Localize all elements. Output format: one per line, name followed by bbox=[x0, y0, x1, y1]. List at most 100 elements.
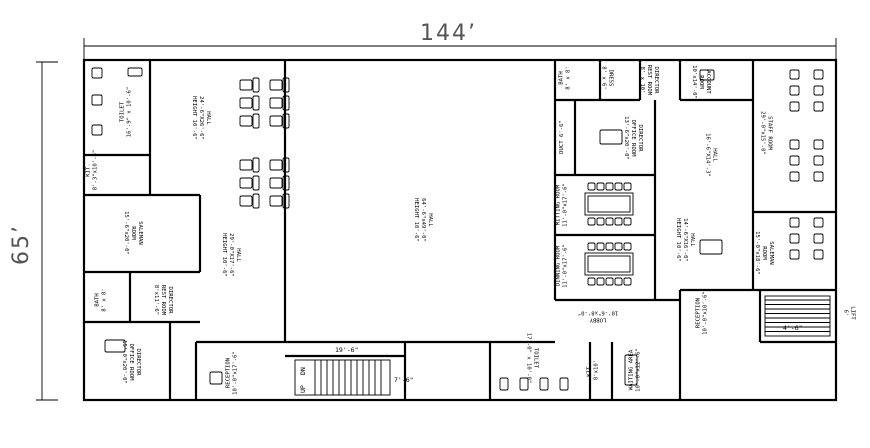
room-label-duct: DUCT 6'-6" bbox=[559, 120, 565, 154]
chair bbox=[789, 101, 800, 112]
chair bbox=[269, 177, 283, 189]
furniture bbox=[91, 67, 824, 391]
chair bbox=[269, 115, 283, 127]
chair bbox=[813, 139, 824, 150]
chair bbox=[614, 182, 623, 191]
toilet-fixture bbox=[91, 94, 103, 106]
desk bbox=[252, 77, 260, 93]
height-dimension: 65’ bbox=[9, 61, 58, 401]
chair bbox=[789, 139, 800, 150]
room-label-director-office-l: DIRECTOROFFICE ROOM15'-0"x20'-0" bbox=[121, 340, 141, 384]
chair bbox=[269, 159, 283, 171]
toilet-fixture bbox=[519, 377, 529, 391]
room-label-bath-r: BATH8' x 8' bbox=[559, 66, 572, 90]
interior-walls bbox=[84, 60, 836, 400]
chair bbox=[239, 79, 253, 91]
room-labels: TOILET16'-9" x 10'-6" KIT.8'-3"x10'-6" HAL… bbox=[86, 65, 856, 395]
desk bbox=[252, 175, 260, 191]
chair bbox=[789, 171, 800, 182]
chair bbox=[614, 277, 623, 286]
desk bbox=[282, 113, 290, 129]
room-label-hall-r2: HALL14'-6"X16'-0"HEIGHT 10'-6" bbox=[675, 218, 695, 262]
desk bbox=[104, 339, 126, 353]
room-label-toilet-b: TOILET17'-0" x 10'-0" bbox=[526, 333, 539, 384]
desk bbox=[282, 193, 290, 209]
desk bbox=[252, 193, 260, 209]
chair bbox=[587, 217, 596, 226]
chair bbox=[596, 242, 605, 251]
chair bbox=[239, 159, 253, 171]
meeting-table bbox=[584, 192, 634, 216]
chair bbox=[587, 182, 596, 191]
outer-walls bbox=[82, 58, 838, 402]
chair bbox=[789, 155, 800, 166]
room-label-kit-l: KIT.8'-3"x10'-6" bbox=[86, 150, 99, 190]
chair bbox=[269, 97, 283, 109]
chair bbox=[614, 242, 623, 251]
room-label-hall-top: HALL24'-6"X26'-6"HEIGHT 10'-6" bbox=[191, 96, 211, 140]
chair bbox=[813, 69, 824, 80]
height-label: 65’ bbox=[9, 224, 34, 265]
room-label-staff: STAFF ROOM29'-0"x15'-0" bbox=[760, 111, 773, 155]
chair bbox=[623, 242, 632, 251]
chair bbox=[789, 233, 800, 244]
room-label-director-rest-r: DIRECTORREST ROOM8' x 10' bbox=[639, 65, 659, 96]
sofa bbox=[624, 354, 638, 386]
chair bbox=[623, 277, 632, 286]
basin bbox=[127, 67, 143, 77]
chair bbox=[623, 182, 632, 191]
room-label-meeting: MITTING ROOM11'-0"x17'-6" bbox=[556, 183, 569, 227]
chair bbox=[596, 277, 605, 286]
toilet-fixture bbox=[559, 377, 569, 391]
chair bbox=[269, 79, 283, 91]
chair bbox=[605, 242, 614, 251]
chair bbox=[209, 371, 223, 385]
chair bbox=[813, 217, 824, 228]
chair bbox=[239, 177, 253, 189]
room-label-hall-mid: HALL29'-0"X17'-6"HEIGHT 10'-6" bbox=[221, 233, 241, 277]
room-label-kit-b: KIT.8'x10' bbox=[587, 360, 600, 380]
chair bbox=[789, 217, 800, 228]
chair bbox=[813, 249, 824, 260]
room-label-director-office-r: DIRECTOROFFICE ROOM13'-6"x20'-0" bbox=[623, 116, 643, 160]
chair bbox=[813, 171, 824, 182]
chair bbox=[596, 182, 605, 191]
desk bbox=[252, 157, 260, 173]
stair-height-dim: 7'-6" bbox=[394, 376, 414, 384]
chair bbox=[605, 217, 614, 226]
room-label-waiting: WAITING AREA10'-0"x12'-6" bbox=[629, 348, 642, 392]
toilet-fixture bbox=[539, 377, 549, 391]
room-label-saleman-r: SALEMANROOM15'-0"x18'-6" bbox=[754, 231, 774, 275]
room-label-saleman-l: SALEMANROOM15'-6"x20'-0" bbox=[123, 211, 143, 255]
desk bbox=[282, 157, 290, 173]
stairs-right bbox=[764, 295, 831, 337]
toilet-fixture bbox=[91, 124, 103, 136]
desk bbox=[282, 95, 290, 111]
chair bbox=[813, 101, 824, 112]
room-label-bath-l: BATH8' x 8' bbox=[95, 288, 108, 312]
chair bbox=[605, 182, 614, 191]
stair-right-dim: 4'-6" bbox=[783, 324, 803, 332]
chair bbox=[789, 249, 800, 260]
desk bbox=[699, 239, 723, 255]
room-label-lobby: LOBBY10'-6"x8'-0" bbox=[578, 310, 618, 323]
chair bbox=[239, 195, 253, 207]
toilet-fixture bbox=[91, 67, 103, 79]
dining-table bbox=[584, 252, 634, 276]
desk bbox=[282, 175, 290, 191]
width-label: 144’ bbox=[420, 21, 477, 46]
room-label-hall-center: HALL64'-6"x49'-0"HEIGHT 10'-6" bbox=[413, 198, 433, 242]
chair bbox=[587, 242, 596, 251]
stairs-left bbox=[294, 359, 391, 396]
room-label-reception-r: RECEPTION10'-0"x10'-6" bbox=[696, 291, 709, 335]
chair bbox=[239, 97, 253, 109]
room-label-toilet-tl: TOILET16'-9" x 10'-6" bbox=[120, 87, 133, 138]
desk bbox=[282, 77, 290, 93]
desk bbox=[599, 129, 623, 145]
room-label-reception-l: RECEPTION10'-0"x17'-6" bbox=[226, 351, 239, 395]
stair-up-label: UP bbox=[299, 385, 307, 393]
room-label-lift: LIFT6' bbox=[843, 306, 856, 320]
desk bbox=[252, 95, 260, 111]
chair bbox=[789, 69, 800, 80]
